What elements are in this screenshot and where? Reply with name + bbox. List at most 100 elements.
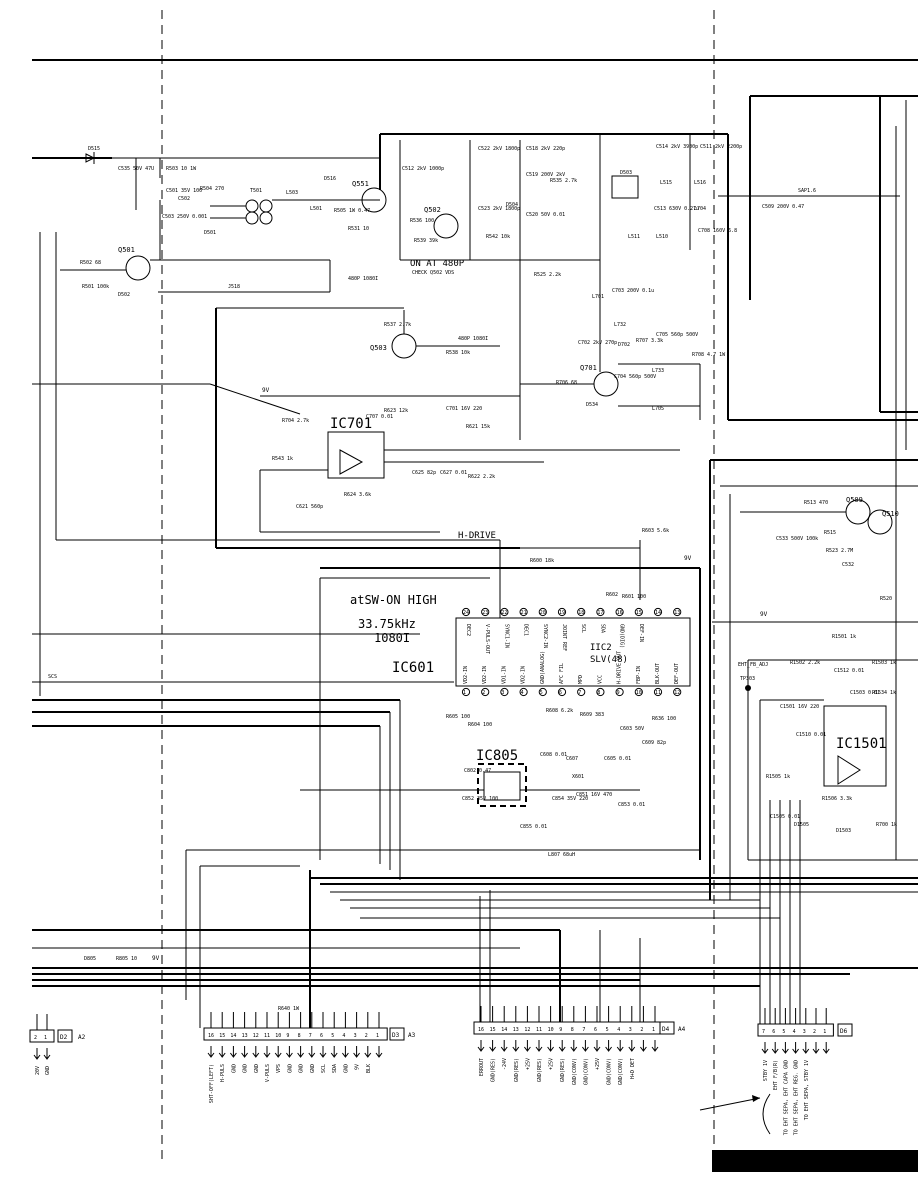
d504-label: D504 xyxy=(506,202,518,208)
ic601-pin-label: SYNC2-IN xyxy=(542,624,548,648)
connector-a6-signal-label: STBY 1V xyxy=(763,1060,769,1081)
ic601-pin-number: 11 xyxy=(655,690,661,696)
r622-label: R622 2.2k xyxy=(468,474,495,480)
connector-a3-signal-label: GND xyxy=(254,1064,260,1073)
ic601-pin xyxy=(557,687,567,697)
l732-label: L732 xyxy=(614,322,626,328)
connector-a4-signal-label: GND(CONV) xyxy=(607,1058,613,1085)
q501-label: Q501 xyxy=(118,246,135,254)
note-1080i: 1080I xyxy=(374,631,410,645)
ic601-pin-number: 23 xyxy=(482,610,488,616)
ic601-pin-number: 4 xyxy=(521,690,524,696)
connector-a3-id-box xyxy=(389,1027,405,1041)
connector-a4-pin-number: 6 xyxy=(594,1027,597,1033)
ic601-pin xyxy=(615,687,624,697)
q509-label: Q509 xyxy=(846,496,863,504)
d501-label: D501 xyxy=(204,230,216,236)
connector-a4-id: D4 xyxy=(662,1026,670,1033)
l733-label: L733 xyxy=(652,368,664,374)
ic601-pin-label: FBP-IN xyxy=(636,666,642,684)
c512-label: C512 2kV 1000p xyxy=(402,166,444,172)
connector-a4-signal-label: GND(CONV) xyxy=(618,1058,624,1085)
connector-a6-pin-number: 4 xyxy=(793,1029,796,1035)
connector-a4-arrow xyxy=(535,1040,543,1052)
connector-a4-signal-label: +25V xyxy=(595,1058,601,1070)
connector-a3-arrow xyxy=(207,1046,215,1058)
ic601-pin-number: 10 xyxy=(636,690,642,696)
note-9v-c: 9V xyxy=(152,955,160,962)
c514-label: C514 2kV 3900p xyxy=(656,144,698,150)
ic601-pin-label: DEC2 xyxy=(465,624,471,636)
q551-label: Q551 xyxy=(352,180,369,188)
ic701-label: IC701 xyxy=(330,416,372,432)
connector-a4-arrow xyxy=(593,1040,601,1052)
ic601-pin xyxy=(538,607,547,617)
r535-label: R535 2.7k xyxy=(550,178,577,184)
ic601-pin xyxy=(500,607,509,617)
d503-label: D503 xyxy=(620,170,632,176)
connector-a2-signal-label: GND xyxy=(45,1066,51,1075)
connector-a4-signal-label: GND(RES) xyxy=(537,1058,543,1082)
j518-label: J518 xyxy=(228,284,240,290)
r623-label: R623 12k xyxy=(384,408,408,414)
connector-a4-signal-label: GND(CONV) xyxy=(583,1058,589,1085)
ic601-pin-label: GND(ANALOG) xyxy=(540,651,546,684)
connector-a2-arrow xyxy=(33,1048,41,1060)
r1502-label: R1502 2.2k xyxy=(790,660,820,666)
connector-a6-pin-number: 1 xyxy=(823,1029,826,1035)
connector-a4-signal-label: GND(RES) xyxy=(491,1058,497,1082)
r605-label: R605 100 xyxy=(446,714,470,720)
r501-label: R501 100k xyxy=(82,284,109,290)
ic805-chip xyxy=(483,771,521,801)
ic601-pin-number: 7 xyxy=(578,690,581,696)
ic601-pin-label: BLK-OUT xyxy=(655,663,661,684)
r503-label: R503 10 1W xyxy=(166,166,197,172)
ic601-pin-label: H-DRIVE OUT xyxy=(617,651,623,684)
connector-a3-signal-label: SHT-OFF(LEFT) xyxy=(209,1064,215,1103)
c707-label: C707 0.01 xyxy=(366,414,393,420)
c701-label: C701 16V 220 xyxy=(446,406,482,412)
connector-a3-pin-number: 12 xyxy=(253,1033,259,1039)
connector-a3-arrow xyxy=(364,1046,372,1058)
connector-a3-body xyxy=(203,1027,388,1041)
transistor-q510-symbol xyxy=(867,509,893,535)
connector-a3-arrow xyxy=(330,1046,338,1058)
connector-a4-arrow xyxy=(570,1040,578,1052)
arrow-head xyxy=(752,1095,760,1102)
r504-label: R504 270 xyxy=(200,186,224,192)
r700-label: R700 1k xyxy=(876,822,897,828)
r640-label: R640 1W xyxy=(278,1006,300,1012)
transistor-q502-symbol xyxy=(433,213,459,239)
d516-label: D516 xyxy=(324,176,336,182)
r538-label: R538 10k xyxy=(446,350,470,356)
connector-a2-pin-number: 1 xyxy=(44,1035,47,1041)
c854-label: C854 35V 220 xyxy=(552,796,588,802)
connector-a3-arrow xyxy=(252,1046,260,1058)
r1505-label: R1505 1k xyxy=(766,774,790,780)
d805-label: D805 xyxy=(84,956,96,962)
r542-label: R542 10k xyxy=(486,234,510,240)
x601-label: X601 xyxy=(572,774,584,780)
c1512-label: C1512 0.01 xyxy=(834,668,864,674)
ic601-pin xyxy=(557,607,567,617)
c608-label: C608 0.01 xyxy=(540,752,567,758)
l705-label: L705 xyxy=(652,406,664,412)
c607-label: C607 xyxy=(566,756,578,762)
q503-label: Q503 xyxy=(370,344,387,352)
connector-a4-tag: A4 xyxy=(678,1026,686,1033)
connector-a3-pin-number: 7 xyxy=(309,1033,312,1039)
ic601-pin xyxy=(519,607,528,617)
r601-label: R601 100 xyxy=(622,594,646,600)
connector-a4-arrow xyxy=(616,1040,624,1052)
c522-label: C522 2kV 1800p xyxy=(478,146,520,152)
connector-a4-pin-number: 1 xyxy=(652,1027,655,1033)
connector-a4-arrow xyxy=(582,1040,589,1052)
connector-a3-signal-label: V-PULS xyxy=(265,1064,271,1082)
ic601-pin-number: 1 xyxy=(463,690,466,696)
t501-label: T501 xyxy=(250,188,262,194)
r536-label: R536 100 xyxy=(410,218,434,224)
connector-a3-arrow xyxy=(230,1046,237,1058)
r1503-label: R1503 1k xyxy=(872,660,896,666)
ic1501-label: IC1501 xyxy=(836,736,887,752)
